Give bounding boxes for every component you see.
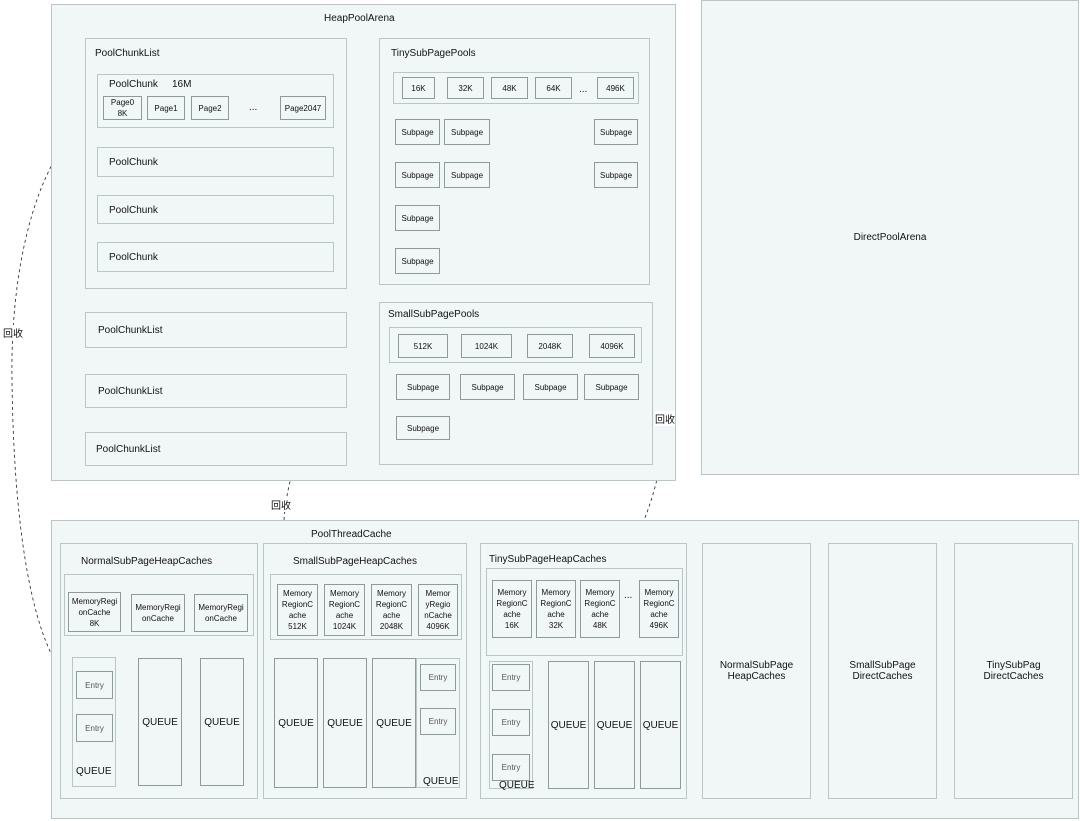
tiny-size-496k: 496K bbox=[597, 77, 634, 99]
small-subpage-pools-title: SmallSubPagePools bbox=[388, 309, 480, 320]
pool-chunk-label: PoolChunk bbox=[109, 252, 158, 263]
pool-chunk-list-4: PoolChunkList bbox=[85, 432, 347, 466]
entry: Entry bbox=[492, 709, 530, 736]
page-1: Page1 bbox=[147, 96, 185, 120]
tiny-size-32k: 32K bbox=[447, 77, 484, 99]
queue: QUEUE bbox=[274, 658, 318, 788]
memory-region-cache-8k: MemoryRegi onCache 8K bbox=[68, 592, 121, 632]
normal-caches-title: NormalSubPageHeapCaches bbox=[81, 556, 213, 567]
queue: QUEUE bbox=[640, 661, 681, 789]
cache-ellipsis: ... bbox=[624, 590, 633, 601]
tiny-size-48k: 48K bbox=[491, 77, 528, 99]
small-subpage: Subpage bbox=[460, 374, 515, 400]
small-subpage: Subpage bbox=[396, 374, 450, 400]
queue: QUEUE bbox=[548, 661, 589, 789]
small-size-2048k: 2048K bbox=[527, 334, 573, 358]
queue-label: QUEUE bbox=[423, 776, 459, 787]
pool-chunk-list-2: PoolChunkList bbox=[85, 312, 347, 348]
tiny-subpage: Subpage bbox=[594, 162, 638, 188]
small-subpage: Subpage bbox=[523, 374, 578, 400]
small-subpage-direct-caches-box: SmallSubPage DirectCaches bbox=[828, 543, 937, 799]
memory-region-cache-48k: Memory RegionC ache 48K bbox=[580, 580, 620, 638]
direct-pool-arena: DirectPoolArena bbox=[701, 0, 1079, 475]
pool-chunk-list-label: PoolChunkList bbox=[98, 386, 163, 397]
direct-pool-arena-title: DirectPoolArena bbox=[853, 232, 927, 243]
tiny-subpage: Subpage bbox=[594, 119, 638, 145]
tiny-size-64k: 64K bbox=[535, 77, 572, 99]
recycle-label: 回收 bbox=[655, 411, 675, 426]
pool-chunk-label: PoolChunk bbox=[109, 205, 158, 216]
pool-chunk-title: PoolChunk bbox=[109, 79, 158, 90]
tiny-subpage-pools-title: TinySubPagePools bbox=[391, 48, 476, 59]
queue: QUEUE bbox=[372, 658, 416, 788]
small-subpage: Subpage bbox=[584, 374, 639, 400]
pool-chunk-label: PoolChunk bbox=[109, 157, 158, 168]
recycle-label: 回收 bbox=[3, 325, 23, 340]
normal-subpage-heap-caches-box: NormalSubPage HeapCaches bbox=[702, 543, 811, 799]
tiny-subpage: Subpage bbox=[395, 248, 440, 274]
tiny-size-16k: 16K bbox=[402, 77, 435, 99]
memory-region-cache-4096k: Memor yRegio nCache 4096K bbox=[418, 584, 458, 636]
memory-region-cache: MemoryRegi onCache bbox=[131, 594, 185, 632]
small-caches-title: SmallSubPageHeapCaches bbox=[293, 556, 417, 567]
tiny-caches-title: TinySubPageHeapCaches bbox=[489, 554, 607, 565]
entry: Entry bbox=[420, 664, 456, 691]
entry: Entry bbox=[76, 671, 113, 699]
tiny-subpage: Subpage bbox=[444, 119, 490, 145]
page-0: Page0 8K bbox=[103, 96, 142, 120]
entry: Entry bbox=[76, 714, 113, 742]
memory-region-cache-16k: Memory RegionC ache 16K bbox=[492, 580, 532, 638]
page-2: Page2 bbox=[191, 96, 229, 120]
memory-region-cache-32k: Memory RegionC ache 32K bbox=[536, 580, 576, 638]
small-size-1024k: 1024K bbox=[461, 334, 512, 358]
memory-region-cache-1024k: Memory RegionC ache 1024K bbox=[324, 584, 365, 636]
queue: QUEUE bbox=[594, 661, 635, 789]
small-subpage: Subpage bbox=[396, 416, 450, 440]
tiny-size-ellipsis: ... bbox=[579, 84, 588, 95]
pool-chunk-list-label: PoolChunkList bbox=[96, 444, 161, 455]
memory-region-cache-512k: Memory RegionC ache 512K bbox=[277, 584, 318, 636]
pool-thread-cache-title: PoolThreadCache bbox=[311, 529, 392, 540]
queue: QUEUE bbox=[200, 658, 244, 786]
pool-chunk: PoolChunk bbox=[97, 195, 334, 224]
pool-chunk-size: 16M bbox=[172, 79, 192, 90]
queue: QUEUE bbox=[323, 658, 367, 788]
entry: Entry bbox=[492, 754, 530, 781]
tiny-subpage: Subpage bbox=[444, 162, 490, 188]
pool-chunk: PoolChunk bbox=[97, 242, 334, 272]
memory-region-cache-2048k: Memory RegionC ache 2048K bbox=[371, 584, 412, 636]
tiny-subpage-direct-caches-box: TinySubPag DirectCaches bbox=[954, 543, 1073, 799]
queue: QUEUE bbox=[138, 658, 182, 786]
heap-pool-arena-title: HeapPoolArena bbox=[324, 13, 395, 24]
entry: Entry bbox=[420, 708, 456, 735]
memory-region-cache-496k: Memory RegionC ache 496K bbox=[639, 580, 679, 638]
small-size-512k: 512K bbox=[398, 334, 448, 358]
tiny-subpage: Subpage bbox=[395, 119, 440, 145]
small-size-4096k: 4096K bbox=[589, 334, 635, 358]
pool-chunk: PoolChunk bbox=[97, 147, 334, 177]
page-2047: Page2047 bbox=[280, 96, 326, 120]
memory-region-cache: MemoryRegi onCache bbox=[194, 594, 248, 632]
page-ellipsis: ... bbox=[249, 102, 258, 113]
tiny-subpage: Subpage bbox=[395, 162, 440, 188]
tiny-subpage: Subpage bbox=[395, 205, 440, 231]
pool-chunk-list-label: PoolChunkList bbox=[98, 325, 163, 336]
queue-label: QUEUE bbox=[499, 780, 535, 791]
pool-chunk-list-3: PoolChunkList bbox=[85, 374, 347, 408]
entry: Entry bbox=[492, 664, 530, 691]
queue-label: QUEUE bbox=[76, 766, 112, 777]
recycle-label: 回收 bbox=[271, 497, 291, 512]
pool-chunk-list-title: PoolChunkList bbox=[95, 48, 160, 59]
